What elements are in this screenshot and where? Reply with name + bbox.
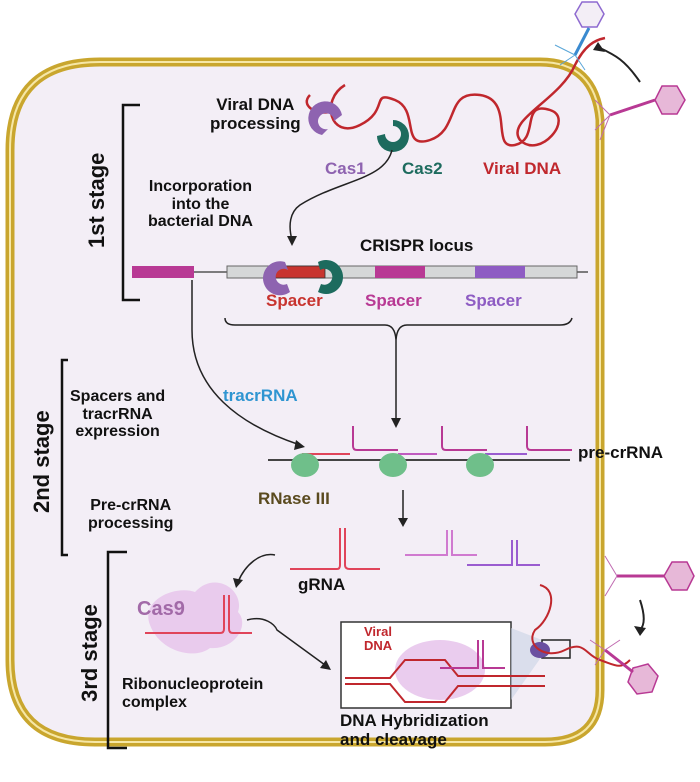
cas2-label: Cas2 [402,159,443,178]
incorporation-arrowhead [287,236,297,246]
processing-arrowhead [398,518,408,527]
spacer-magenta [375,266,425,278]
phage-departure-arrowhead [593,42,605,52]
rnase-iii-label: RNase III [258,489,330,508]
phage-departure-arrow [599,47,641,83]
rnase-protein-1 [291,453,319,477]
stage2-label: 2nd stage [29,410,54,513]
grna-label: gRNA [298,575,346,594]
tracr-gene [132,266,194,278]
stage3-bracket [106,550,127,750]
stage1-label: 1st stage [84,152,109,248]
stage1-bracket [121,103,140,302]
grna-pink [405,530,477,556]
cas2-protein [377,120,409,152]
grna-to-cas9-arrow [237,553,276,583]
rnp-complex-label: Ribonucleoprotein complex [122,676,264,711]
stage3-label: 3rd stage [77,604,102,702]
phage-right-mid [604,555,695,597]
cas1-label: Cas1 [325,159,366,178]
stage2-bracket [60,358,68,557]
grna-purple [467,540,540,566]
hybridization-label: DNA Hybridization and cleavage [340,711,489,749]
phage-right-top [594,85,686,141]
grna-red [290,528,380,570]
target-cas9-blob [395,640,485,700]
tracrrna-label: tracrRNA [223,386,298,405]
tracrrna-arrow [191,280,301,446]
expression-label: Spacers and tracrRNA expression [70,388,166,441]
phage-right-bottom [589,639,659,695]
phage-top [554,1,605,71]
spacer-label-1: Spacer [266,291,323,310]
cell-wall-inner-line [9,61,601,743]
target-dna [345,659,545,703]
cas9-guide [145,595,252,634]
target-guide [440,640,505,669]
incorporation-arrow [289,149,393,241]
spacer-label-2: Spacer [365,291,422,310]
viral-dna-strand [329,36,606,147]
transcription-arrowhead [391,418,401,428]
rnase-protein-3 [466,453,494,477]
cas1-protein [308,101,342,135]
spacer-label-3: Spacer [465,291,522,310]
viral-dna-processing-label: Viral DNA processing [210,95,301,133]
pre-crrna-array [268,426,572,461]
cas9-label: Cas9 [137,598,185,620]
tracrrna-arrowhead [294,440,305,450]
pre-crrna-label: pre-crRNA [578,443,664,462]
cas2-on-locus [318,260,344,294]
cas9-blob [148,582,243,654]
injected-viral-dna [531,584,631,667]
rnp-to-target-arrowhead [320,660,331,670]
incorporation-label: Incorporation into the bacterial DNA [148,178,253,231]
phage-attach-arrowhead [634,626,646,636]
rnp-to-target-arrow [246,618,326,666]
phage-attach-arrow [639,599,645,631]
spacer-purple [475,266,525,278]
rnase-protein-2 [379,453,407,477]
pre-crrna-processing-label: Pre-crRNA processing [88,497,174,532]
crispr-locus-label: CRISPR locus [360,236,474,255]
cas1-on-locus [263,261,290,296]
viral-dna-label: Viral DNA [483,159,562,178]
viral-dna-box-label: Viral DNA [364,624,393,654]
grna-to-cas9-arrowhead [233,578,243,588]
